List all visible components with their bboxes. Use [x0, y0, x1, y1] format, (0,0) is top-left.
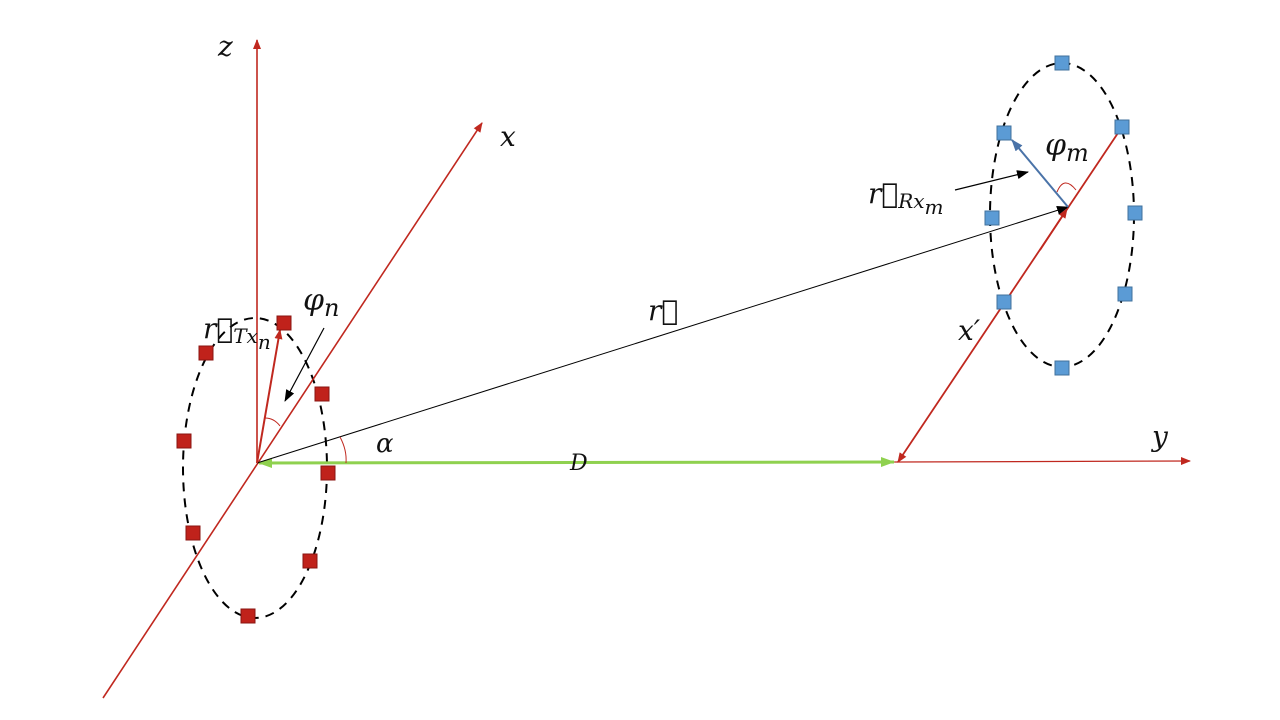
y-axis-label: y [1150, 420, 1169, 453]
r-tx-label: r⃗Txn [203, 312, 271, 354]
x-prime-center-arrow [1039, 208, 1068, 251]
alpha-label: α [376, 429, 394, 459]
z-axis-label: z [217, 30, 233, 63]
tx-element-vector [256, 329, 283, 464]
r-rx-pointer [954, 170, 1029, 191]
tx-element [302, 553, 318, 569]
tx-element [176, 433, 192, 449]
distance-label: D [569, 451, 588, 476]
phi-m-arc [1056, 182, 1077, 193]
phi-n-pointer [284, 327, 325, 402]
rx-element [984, 210, 1000, 226]
x-axis [102, 122, 483, 699]
y-axis [897, 457, 1191, 466]
r-rx-label: r⃗Rxm [868, 177, 944, 219]
phi-m-label: φm [1045, 128, 1089, 167]
tx-element [320, 465, 336, 481]
x-axis-label: x [500, 120, 516, 153]
rx-element [1117, 286, 1133, 302]
tx-element [185, 525, 201, 541]
r-vector [256, 206, 1069, 464]
rx-element [1127, 205, 1143, 221]
rx-elements [984, 55, 1143, 376]
phi-n-label: φn [303, 283, 339, 322]
rx-element-vector [1011, 139, 1069, 208]
tx-element [276, 315, 292, 331]
rx-element [1114, 119, 1130, 135]
distance-arrow [258, 457, 895, 468]
rx-element [996, 125, 1012, 141]
rx-element [996, 294, 1012, 310]
tx-element [198, 345, 214, 361]
alpha-arc [339, 436, 347, 464]
rx-element [1054, 360, 1070, 376]
tx-element [240, 608, 256, 624]
tx-elements [176, 315, 336, 624]
phi-n-arc [264, 417, 281, 427]
tx-element [314, 386, 330, 402]
x-prime-axis-label: x′ [958, 314, 981, 347]
r-vector-label: r⃗ [648, 294, 678, 327]
rx-element [1054, 55, 1070, 71]
